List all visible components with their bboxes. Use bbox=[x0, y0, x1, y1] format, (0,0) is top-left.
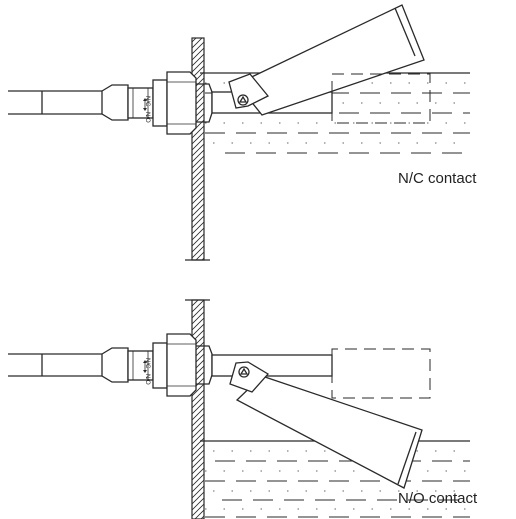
no-caption: N/O contact bbox=[398, 490, 478, 507]
no-marker-bottom: N/O bbox=[144, 374, 150, 385]
no-switch-body bbox=[127, 333, 213, 397]
nc-float-ghost bbox=[331, 73, 431, 124]
nc-marker-top: N/C bbox=[144, 96, 150, 107]
no-stem bbox=[211, 354, 333, 377]
no-float bbox=[229, 361, 423, 489]
no-marker-top: N/C bbox=[144, 358, 150, 369]
nc-marker: N/C N/O bbox=[143, 96, 150, 123]
no-contact-view: N/C N/O N/O contact bbox=[8, 299, 478, 519]
nc-contact-view: N/C N/O N/C contact bbox=[8, 4, 477, 261]
nc-caption: N/C contact bbox=[398, 170, 477, 187]
no-cable bbox=[8, 347, 129, 383]
nc-float bbox=[228, 4, 425, 116]
nc-cable bbox=[8, 84, 129, 121]
nc-marker-bottom: N/O bbox=[144, 112, 150, 123]
no-float-ghost bbox=[331, 348, 431, 399]
nc-tank-wall bbox=[191, 37, 205, 261]
no-marker: N/C N/O bbox=[143, 358, 150, 385]
no-tank-wall bbox=[191, 299, 205, 519]
